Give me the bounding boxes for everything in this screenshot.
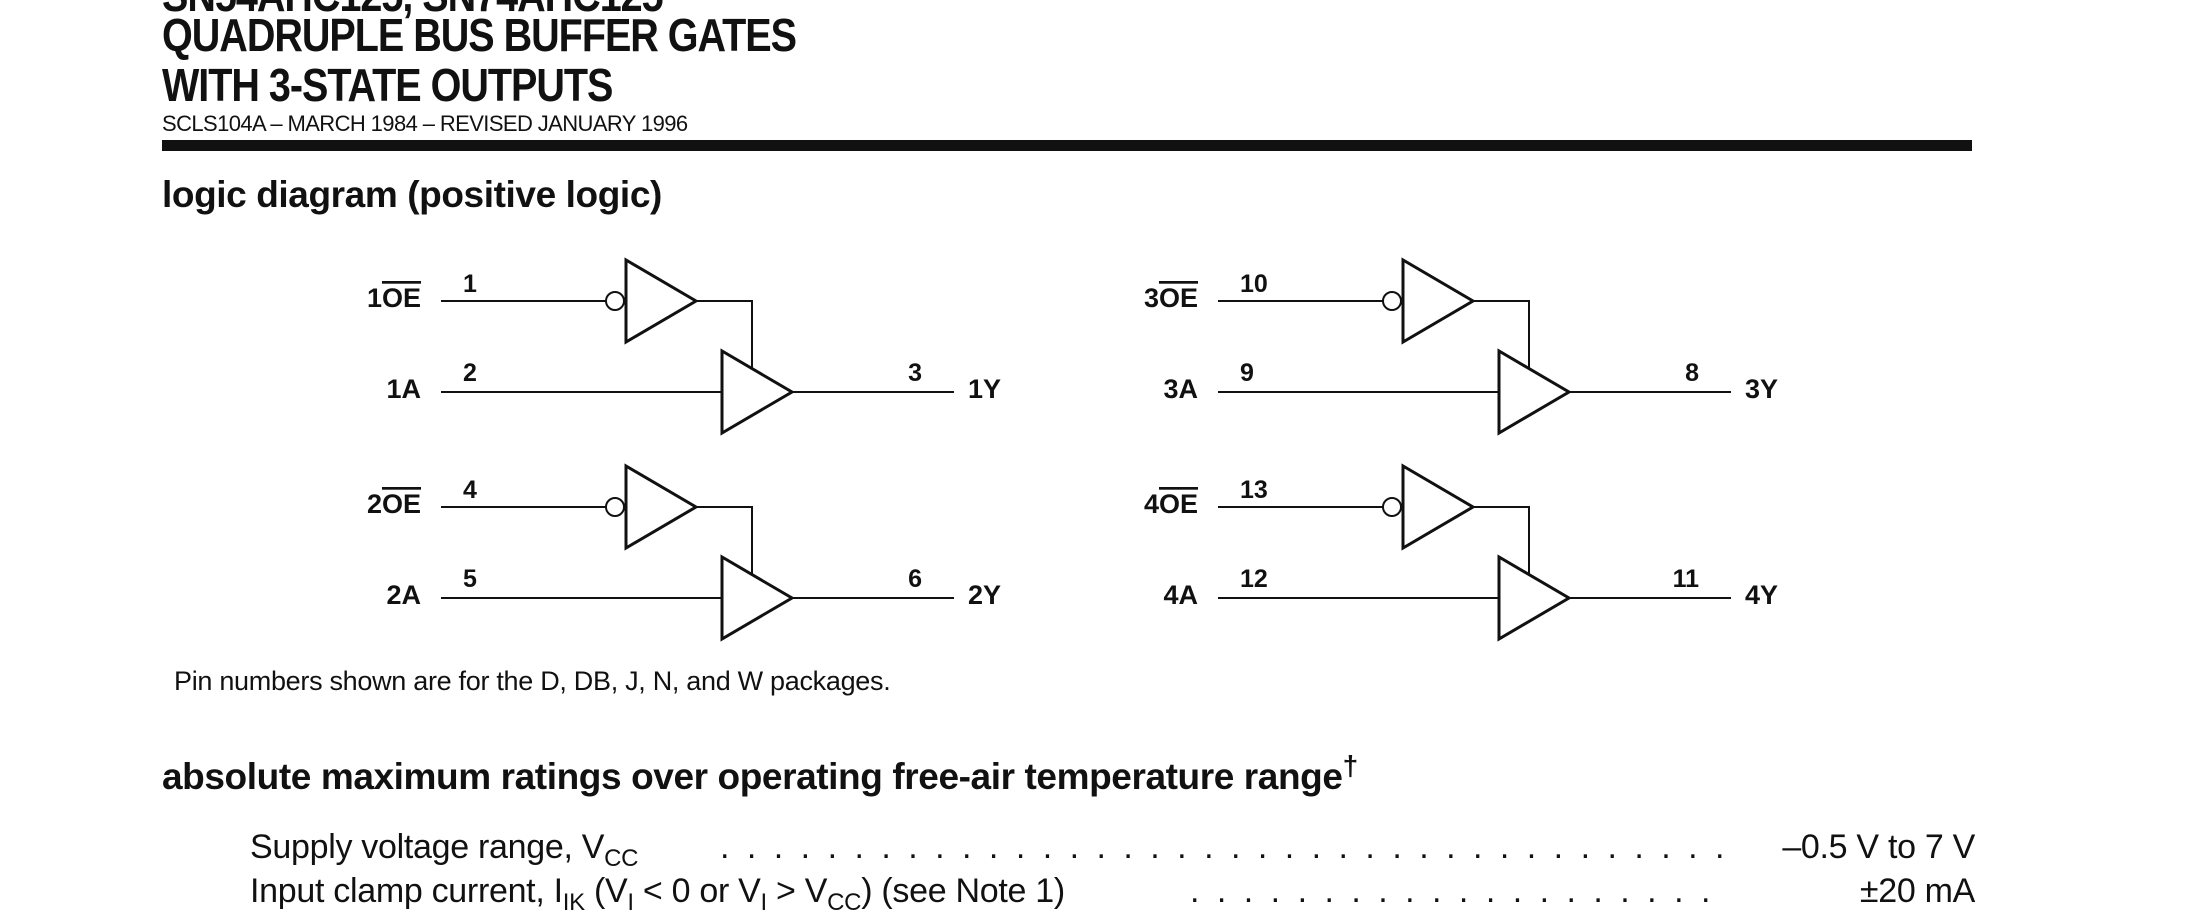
input-pin-label: 3A <box>1163 374 1198 404</box>
header-rule <box>162 140 1972 151</box>
input-pin-number: 9 <box>1240 359 1254 387</box>
input-pin-number: 5 <box>463 565 477 593</box>
output-buffer-icon <box>720 554 795 642</box>
oe-pin-label-bar: OE <box>382 283 421 313</box>
buffer-channel-2: 2OE 4 2A 5 6 2Y <box>367 463 1001 642</box>
output-pin-label: 2Y <box>968 580 1001 610</box>
inverter-bubble-icon <box>1382 291 1402 311</box>
ratings-heading: absolute maximum ratings over operating … <box>162 750 1358 798</box>
output-pin-number: 3 <box>908 359 922 387</box>
output-pin-label: 1Y <box>968 374 1001 404</box>
document-number: SCLS104A – MARCH 1984 – REVISED JANUARY … <box>162 111 688 136</box>
buffer-channel-3: 3OE 10 3A 9 8 3Y <box>1144 257 1778 436</box>
oe-pin-label-bar: OE <box>382 489 421 519</box>
oe-pin-label: 2OE <box>367 489 421 519</box>
rating-row-input-clamp-current: . . . . . . . . . . . . . . . . . . . . … <box>250 872 1975 917</box>
output-pin-number: 8 <box>1685 359 1699 387</box>
rating-label-subscript: IK <box>562 889 585 916</box>
rating-row-supply-voltage: . . . . . . . . . . . . . . . . . . . . … <box>250 828 1975 873</box>
leader-dots: . . . . . . . . . . . . . . . . . . . . … <box>720 828 1725 866</box>
rating-label-text: Supply voltage range, V <box>250 828 605 866</box>
oe-pin-label-number: 2 <box>367 489 382 519</box>
rating-value: ±20 mA <box>1851 872 1975 911</box>
title-line-1: SN54AHC125, SN74AHC125 <box>162 0 664 18</box>
rating-label-subscript: CC <box>827 889 862 916</box>
pin-footnote: Pin numbers shown are for the D, DB, J, … <box>174 666 891 696</box>
rating-label: Supply voltage range, VCC <box>250 828 647 873</box>
input-pin-label: 1A <box>386 374 421 404</box>
input-pin-number: 2 <box>463 359 477 387</box>
oe-pin-label-bar: OE <box>1159 489 1198 519</box>
inverter-bubble-icon <box>605 291 625 311</box>
output-buffer-icon <box>1497 554 1572 642</box>
rating-value: –0.5 V to 7 V <box>1774 828 1975 867</box>
rating-label-text: (V <box>584 872 628 910</box>
buffer-channel-4: 4OE 13 4A 12 11 4Y <box>1144 463 1778 642</box>
input-pin-number: 12 <box>1240 565 1268 593</box>
oe-pin-number: 1 <box>463 270 477 298</box>
oe-pin-number: 10 <box>1240 270 1268 298</box>
oe-pin-label: 1OE <box>367 283 421 313</box>
oe-pin-label-number: 1 <box>367 283 382 313</box>
enable-wire <box>696 300 753 370</box>
rating-label-text: ) (see Note 1) <box>861 872 1065 910</box>
enable-wire <box>1473 300 1530 370</box>
output-buffer-icon <box>1497 348 1572 436</box>
oe-pin-label: 3OE <box>1144 283 1198 313</box>
enable-buffer-icon <box>624 463 699 551</box>
output-pin-label: 3Y <box>1745 374 1778 404</box>
oe-pin-label-number: 4 <box>1144 489 1159 519</box>
inverter-bubble-icon <box>605 497 625 517</box>
enable-buffer-icon <box>1401 257 1476 345</box>
oe-pin-label: 4OE <box>1144 489 1198 519</box>
input-pin-label: 2A <box>386 580 421 610</box>
oe-pin-label-bar: OE <box>1159 283 1198 313</box>
output-buffer-icon <box>720 348 795 436</box>
enable-wire <box>696 506 753 576</box>
oe-pin-number: 4 <box>463 476 477 504</box>
title-line-3: WITH 3-STATE OUTPUTS <box>162 59 613 111</box>
rating-label-text: Input clamp current, I <box>250 872 563 910</box>
ratings-heading-text: absolute maximum ratings over operating … <box>162 756 1343 797</box>
enable-buffer-icon <box>624 257 699 345</box>
dagger-mark: † <box>1342 750 1359 781</box>
oe-pin-label-number: 3 <box>1144 283 1159 313</box>
rating-label: Input clamp current, IIK (VI < 0 or VI >… <box>250 872 1073 917</box>
enable-wire <box>1473 506 1530 576</box>
output-pin-number: 6 <box>908 565 922 593</box>
logic-diagram-heading: logic diagram (positive logic) <box>162 174 662 215</box>
rating-label-text: > V <box>766 872 828 910</box>
inverter-bubble-icon <box>1382 497 1402 517</box>
rating-label-text: < 0 or V <box>633 872 761 910</box>
input-pin-label: 4A <box>1163 580 1198 610</box>
output-pin-number: 11 <box>1673 565 1700 593</box>
leader-dots: . . . . . . . . . . . . . . . . . . . . … <box>1190 872 1725 910</box>
rating-label-subscript: CC <box>604 845 639 872</box>
oe-pin-number: 13 <box>1240 476 1268 504</box>
enable-buffer-icon <box>1401 463 1476 551</box>
title-line-2: QUADRUPLE BUS BUFFER GATES <box>162 9 797 61</box>
output-pin-label: 4Y <box>1745 580 1778 610</box>
